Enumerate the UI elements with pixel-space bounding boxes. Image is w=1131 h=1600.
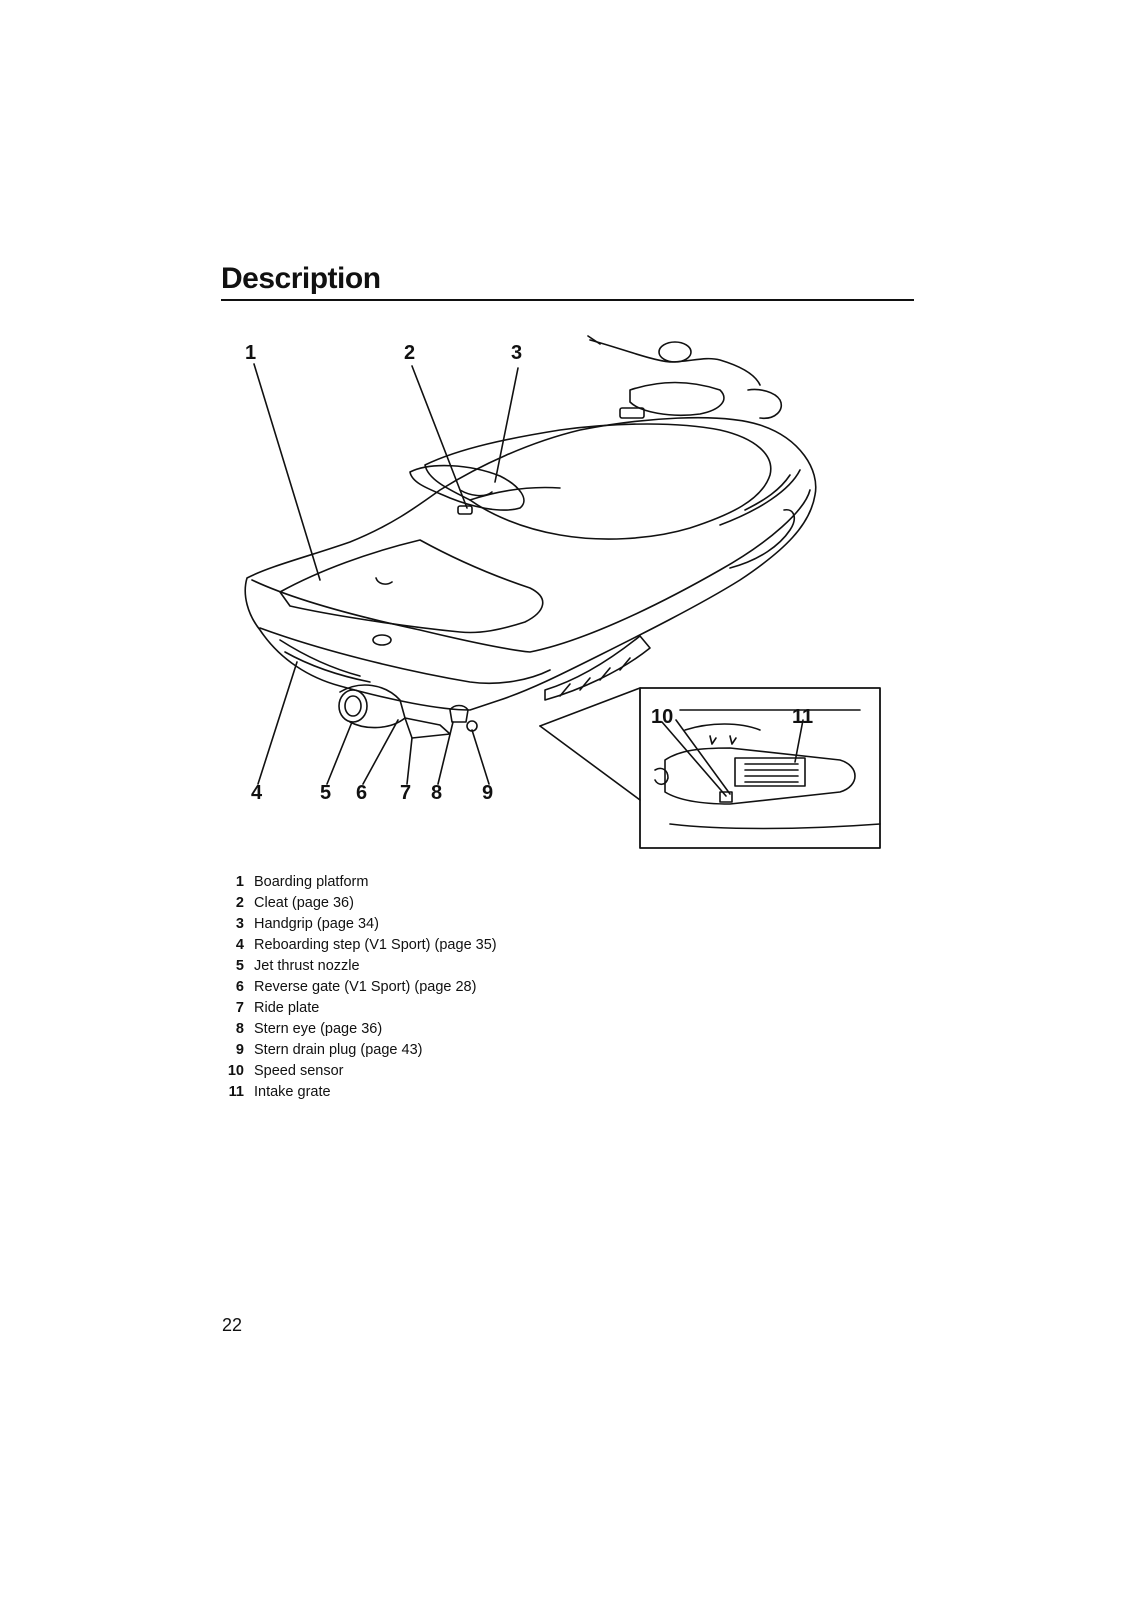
- callout-5: 5: [320, 782, 332, 804]
- legend-number: 2: [235, 895, 244, 911]
- watercraft-drawing: [244, 335, 881, 849]
- legend-text: Jet thrust nozzle: [254, 958, 360, 974]
- legend-text: Cleat (page 36): [254, 895, 354, 911]
- legend-item: 7 Ride plate: [222, 998, 497, 1019]
- legend-text: Boarding platform: [254, 874, 369, 890]
- legend-number: 5: [235, 958, 244, 974]
- legend-item: 6 Reverse gate (V1 Sport) (page 28): [222, 977, 497, 998]
- callout-7: 7: [400, 782, 412, 804]
- parts-legend: 1 Boarding platform 2 Cleat (page 36) 3 Han…: [222, 872, 497, 1103]
- callout-1: 1: [245, 342, 257, 364]
- legend-item: 1 Boarding platform: [222, 872, 497, 893]
- callout-9: 9: [482, 782, 494, 804]
- callout-3: 3: [511, 342, 523, 364]
- legend-item: 9 Stern drain plug (page 43): [222, 1040, 497, 1061]
- page-title: Description: [221, 262, 381, 295]
- callout-10: 10: [651, 706, 674, 728]
- legend-item: 4 Reboarding step (V1 Sport) (page 35): [222, 935, 497, 956]
- legend-text: Stern drain plug (page 43): [254, 1042, 423, 1058]
- callout-8: 8: [431, 782, 443, 804]
- legend-text: Speed sensor: [254, 1063, 344, 1079]
- legend-item: 10 Speed sensor: [222, 1061, 497, 1082]
- legend-item: 5 Jet thrust nozzle: [222, 956, 497, 977]
- legend-number: 11: [228, 1084, 244, 1100]
- watercraft-figure: 1 2 3 4 5 6 7 8 9 10 11: [200, 330, 920, 880]
- legend-number: 8: [235, 1021, 244, 1037]
- legend-number: 3: [235, 916, 244, 932]
- legend-number: 10: [227, 1063, 244, 1079]
- legend-number: 6: [235, 979, 244, 995]
- legend-text: Ride plate: [254, 1000, 320, 1016]
- legend-text: Handgrip (page 34): [254, 916, 379, 932]
- legend-item: 8 Stern eye (page 36): [222, 1019, 497, 1040]
- legend-text: Reboarding step (V1 Sport) (page 35): [254, 937, 497, 953]
- callout-2: 2: [404, 342, 416, 364]
- legend-item: 11 Intake grate: [222, 1082, 497, 1103]
- legend-number: 9: [235, 1042, 244, 1058]
- legend-number: 1: [235, 874, 244, 890]
- legend-text: Stern eye (page 36): [254, 1021, 383, 1037]
- legend-number: 7: [235, 1000, 244, 1016]
- legend-item: 3 Handgrip (page 34): [222, 914, 497, 935]
- title-rule: [221, 299, 914, 301]
- legend-text: Reverse gate (V1 Sport) (page 28): [254, 979, 477, 995]
- callout-6: 6: [356, 782, 368, 804]
- page-number: 22: [222, 1315, 243, 1335]
- callout-4: 4: [251, 782, 263, 804]
- legend-number: 4: [235, 937, 244, 953]
- legend-item: 2 Cleat (page 36): [222, 893, 497, 914]
- legend-text: Intake grate: [254, 1084, 331, 1100]
- callout-11: 11: [792, 706, 814, 728]
